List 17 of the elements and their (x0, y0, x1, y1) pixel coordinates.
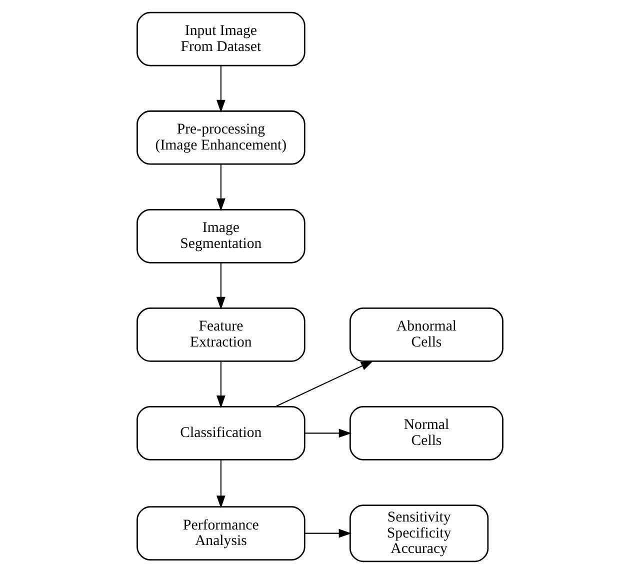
node-box: Sensitivity Specificity Accuracy (350, 504, 489, 562)
arrow (216, 263, 226, 310)
arrow (304, 528, 352, 538)
node-box: Feature Extraction (136, 308, 306, 362)
arrow (216, 460, 226, 508)
node-box: Image Segmentation (136, 208, 306, 264)
arrow (304, 428, 352, 438)
arrow (216, 66, 226, 113)
node-box: Classification (136, 406, 306, 460)
node-box: Abnormal Cells (350, 308, 504, 362)
node-box: Input Image From Dataset (136, 12, 306, 66)
arrow (216, 164, 226, 212)
node-box: Pre-processing (Image Enhancement) (136, 110, 306, 165)
node-box: Performance Analysis (136, 506, 306, 560)
node-box: Normal Cells (350, 406, 504, 460)
arrow (274, 360, 374, 408)
arrow (216, 362, 226, 408)
